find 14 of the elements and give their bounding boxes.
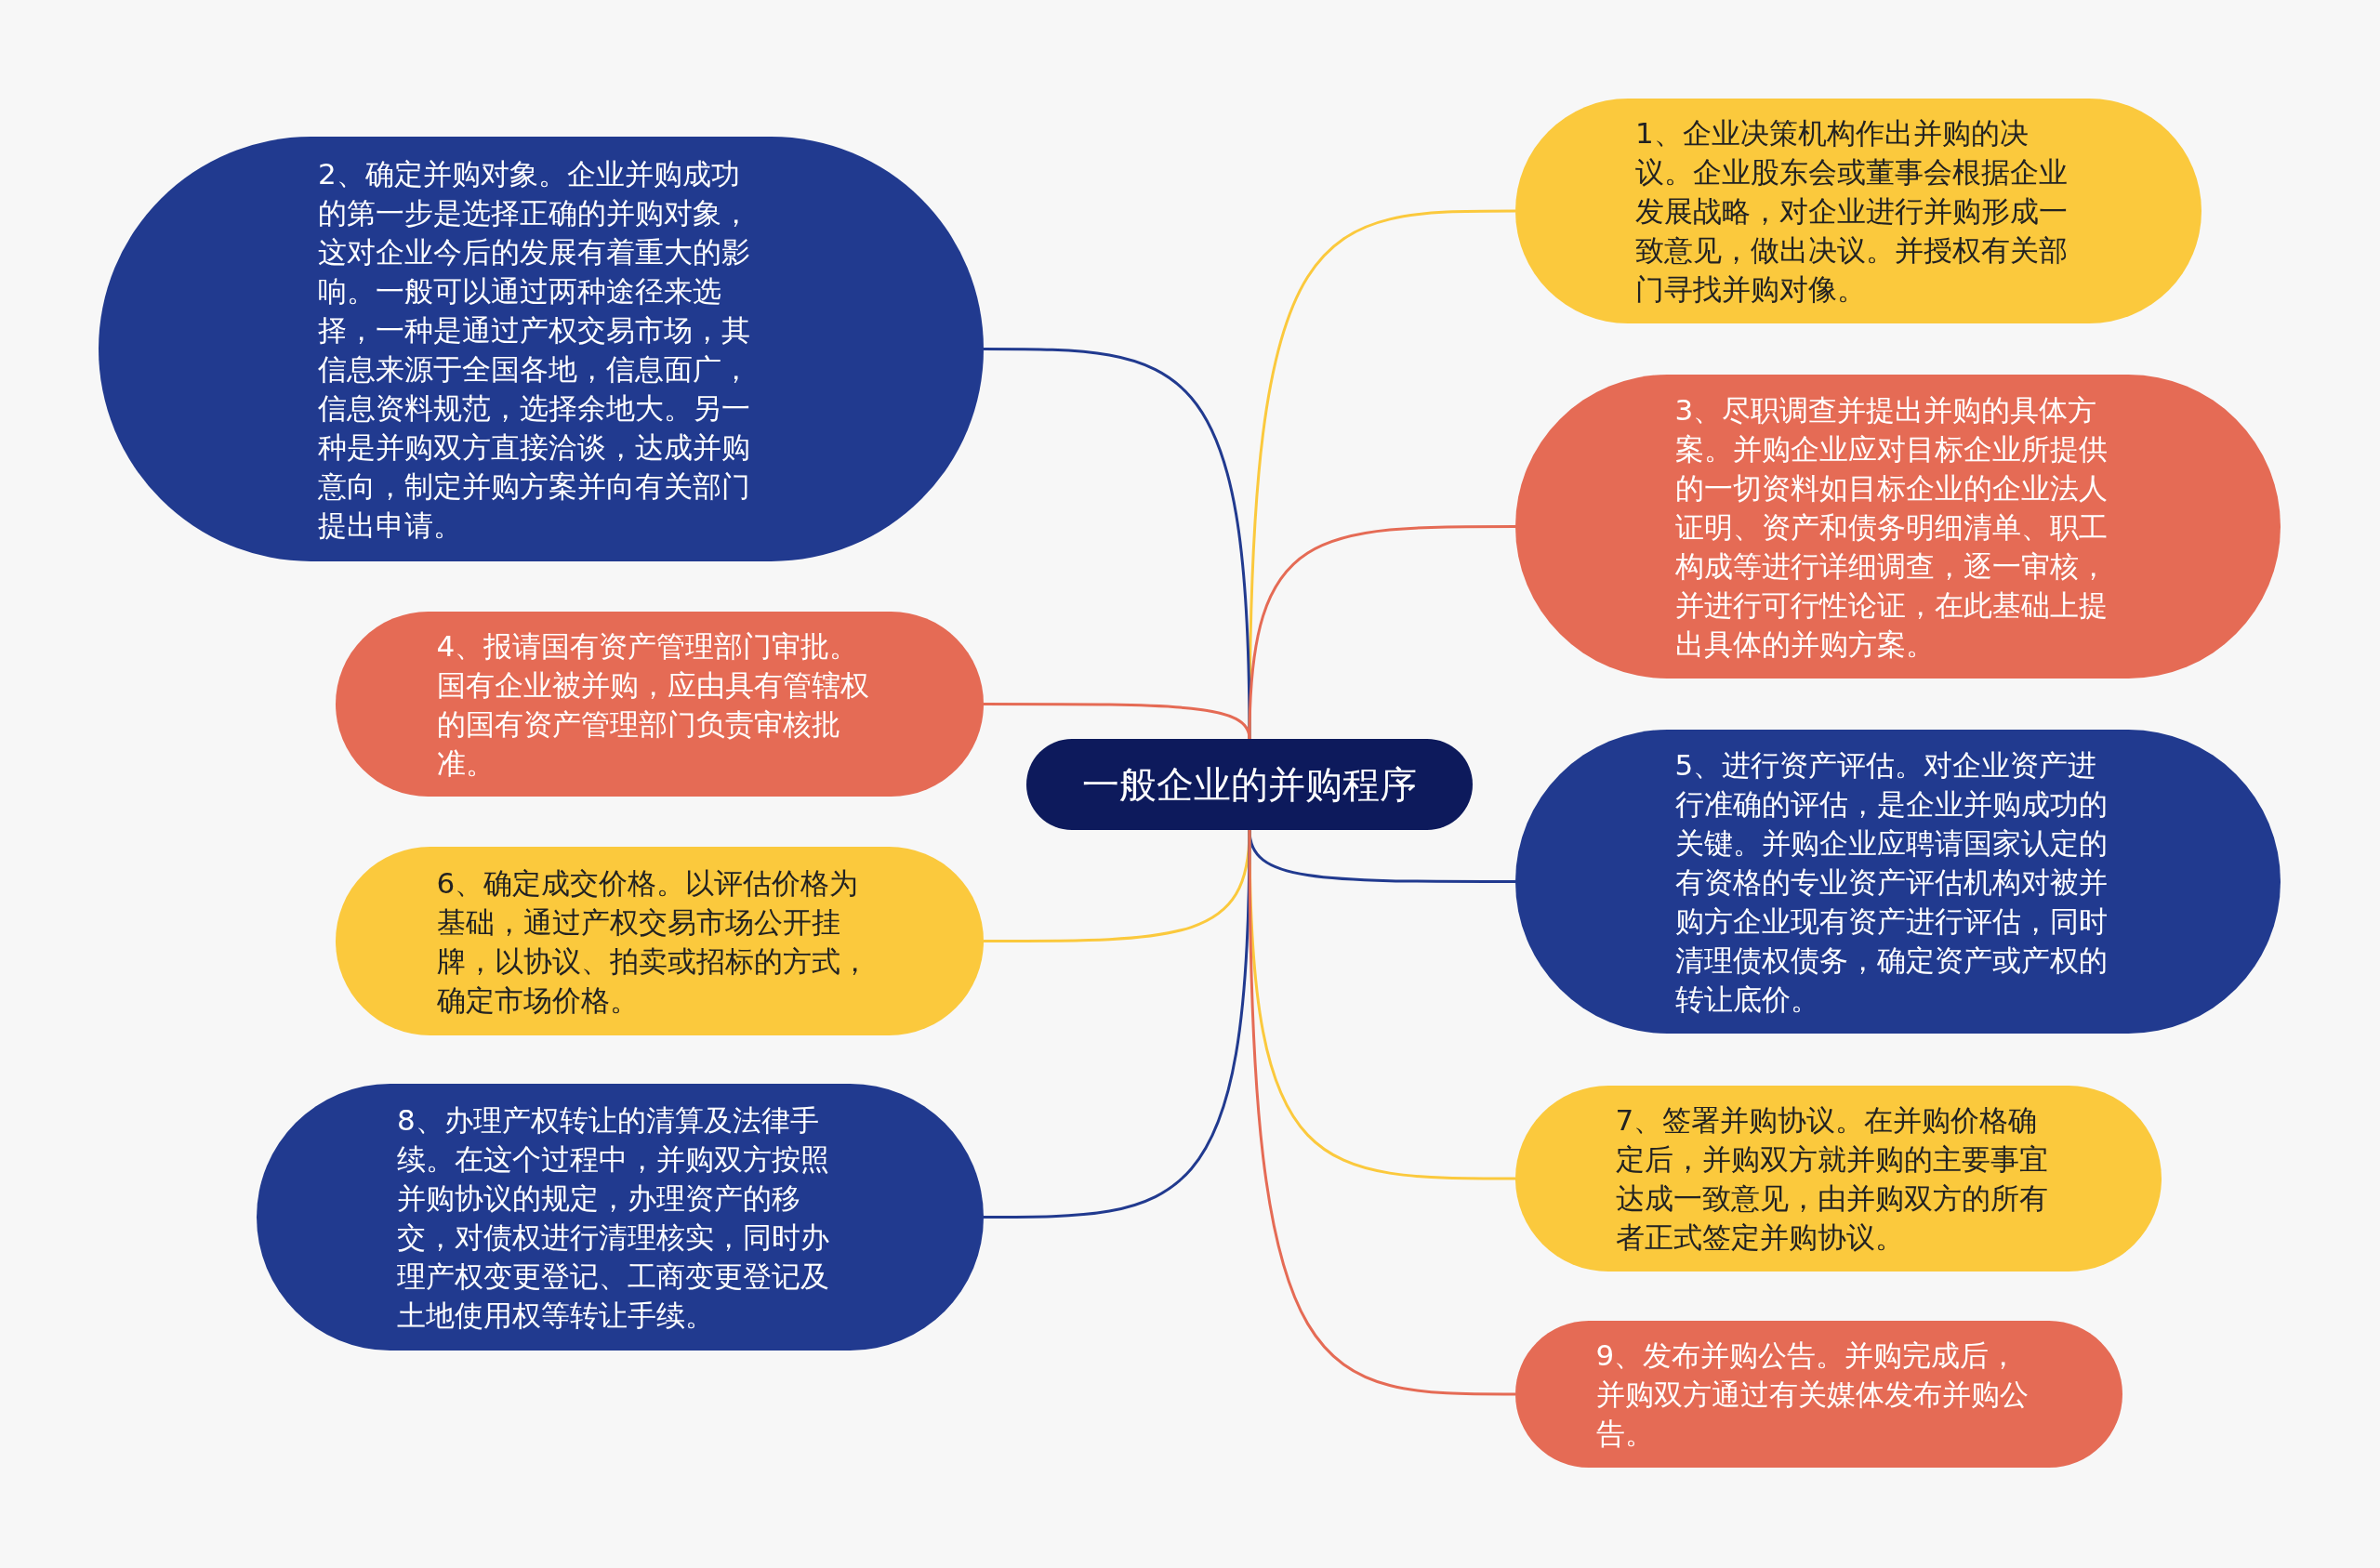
step-text: 6、确定成交价格。以评估价格为基础，通过产权交易市场公开挂牌，以协议、拍卖或招标的方式，确定市场价格。 — [436, 864, 870, 1019]
connector-curve — [984, 829, 1251, 1219]
step-text: 4、报请国有资产管理部门审批。国有企业被并购，应由具有管辖权的国有资产管理部门负责审核批准。 — [436, 627, 870, 782]
step-text: 7、签署并购协议。在并购价格确定后，并购双方就并购的主要事宜达成一致意见，由并购双方的所有者正式签定并购协议。 — [1615, 1102, 2049, 1256]
step-text: 2、确定并购对象。企业并购成功的第一步是选择正确的并购对象，这对企业今后的发展有着重大的影响。一般可以通过两种途径来选择，一种是通过产权交易市场，其信息来源于全国各地，信息面广，信息资料规范，选择余地大。另一种是并购双方直接洽谈，达成并购意向，制定并购方案并向有关部门提出申请。 — [318, 155, 751, 544]
connector-curve — [1248, 830, 1515, 1396]
topic-text: 一般企业的并购程序 — [1082, 761, 1417, 808]
step-text: 8、办理产权转让的清算及法律手续。在这个过程中，并购双方按照并购协议的规定，办理资产的移交，对债权进行清理核实，同时办理产权变更登记、工商变更登记及土地使用权等转让手续。 — [397, 1101, 830, 1334]
step-text: 5、进行资产评估。对企业资产进行准确的评估，是企业并购成功的关键。并购企业应聘请国家认定的有资格的专业资产评估机构对被并购方企业现有资产进行评估，同时清理债权债务，确定资产或产权的转让底价。 — [1674, 746, 2109, 1018]
connector-curve — [984, 703, 1251, 740]
step-text: 9、发布并购公告。并购完成后，并购双方通过有关媒体发布并购公告。 — [1595, 1337, 2030, 1452]
step-text: 3、尽职调查并提出并购的具体方案。并购企业应对目标企业所提供的一切资料如目标企业的企业法人证明、资产和债务明细清单、职工构成等进行详细调查，逐一审核，并进行可行性论证，在此基础上提出具体的并购方案。 — [1674, 391, 2109, 663]
connector-curve — [1248, 525, 1515, 740]
step-text: 1、企业决策机构作出并购的决议。企业股东会或董事会根据企业发展战略，对企业进行并购形成一致意见，做出决议。并授权有关部门寻找并购对像。 — [1635, 115, 2069, 308]
